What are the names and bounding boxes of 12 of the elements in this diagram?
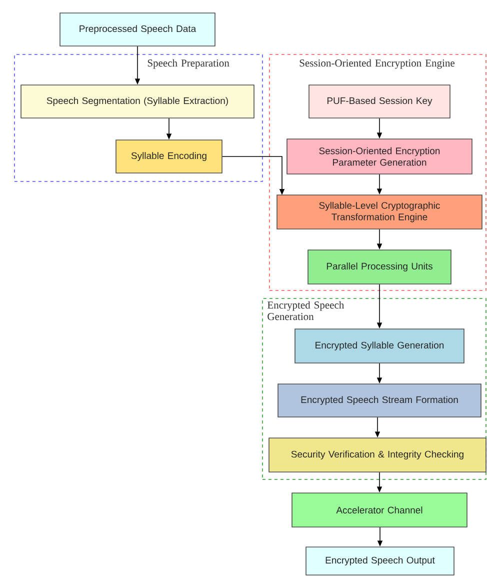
process-box: Parallel Processing Units [308, 250, 452, 284]
process-box: Session-Oriented Encryption Parameter Generation [286, 138, 472, 174]
process-box: Accelerator Channel [292, 492, 468, 528]
process-box: Speech Segmentation (Syllable Extraction) [20, 84, 254, 118]
process-box: Syllable-Level Cryptographic Transformation Engine [276, 194, 482, 230]
process-box: Preprocessed Speech Data [60, 12, 216, 46]
process-box: Encrypted Speech Output [306, 546, 454, 576]
process-box: Encrypted Speech Stream Formation [278, 384, 482, 418]
process-box: Security Verification & Integrity Checking [268, 438, 486, 472]
process-box: Syllable Encoding [116, 140, 222, 174]
process-box: Encrypted Syllable Generation [294, 328, 464, 364]
process-box: PUF-Based Session Key [308, 84, 450, 118]
